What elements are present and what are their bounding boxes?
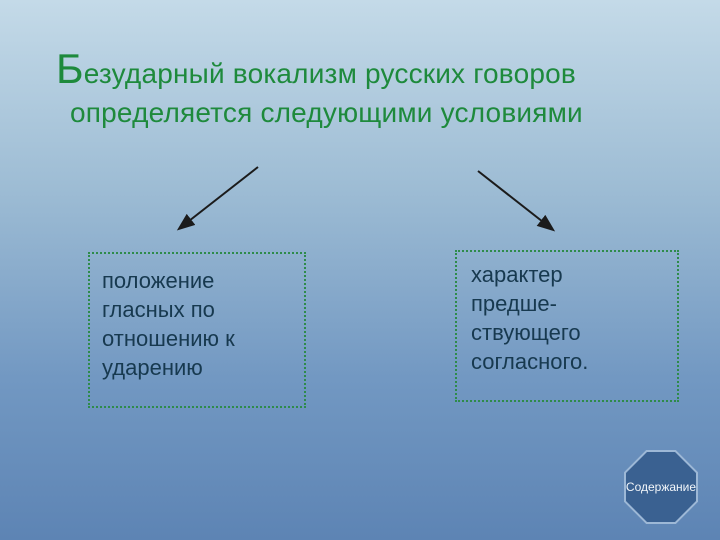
title-drop-cap: Б	[56, 45, 84, 92]
right-arrow-icon	[477, 170, 556, 232]
contents-button[interactable]: Содержание	[624, 450, 698, 524]
left-arrow-icon	[176, 166, 259, 231]
contents-button-label: Содержание	[625, 480, 697, 494]
slide-title: Безударный вокализм русских говоров опре…	[56, 48, 696, 132]
octagon-fill	[626, 452, 696, 522]
condition-box-preceding-consonant: характер предше- ствующего согласного.	[455, 250, 679, 402]
condition-box-vowel-position: положение гласных по отношению к ударени…	[88, 252, 306, 408]
title-line-1-text: езударный вокализм русских говоров	[83, 58, 576, 89]
title-line-1: Безударный вокализм русских говоров	[56, 48, 696, 94]
title-line-2: определяется следующими условиями	[70, 96, 583, 128]
